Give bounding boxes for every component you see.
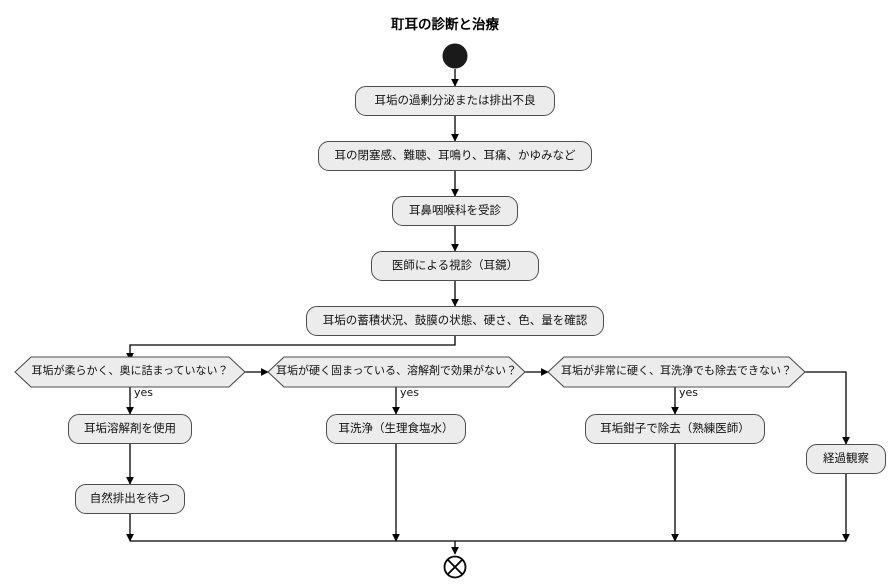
decision-2-label[interactable]: 耳垢が硬く固まっている、溶解剤で効果がない？ bbox=[275, 365, 517, 378]
decision-1-label[interactable]: 耳垢が柔らかく、奥に詰まっていない？ bbox=[31, 365, 229, 378]
node-treatment-wait[interactable]: 自然排出を待つ bbox=[75, 484, 185, 514]
decision-2-shape bbox=[267, 356, 526, 388]
node-exam[interactable]: 医師による視診（耳鏡） bbox=[371, 251, 539, 281]
edge-label-yes-1: yes bbox=[134, 386, 154, 399]
edge-label-yes-3: yes bbox=[679, 386, 699, 399]
decision-3-shape bbox=[547, 356, 806, 388]
decision-3-label[interactable]: 耳垢が非常に硬く、耳洗浄でも除去できない？ bbox=[561, 365, 792, 378]
node-symptom[interactable]: 耳の閉塞感、難聴、耳鳴り、耳痛、かゆみなど bbox=[318, 141, 592, 171]
node-treatment-solvent[interactable]: 耳垢溶解剤を使用 bbox=[68, 414, 192, 444]
node-cause[interactable]: 耳垢の過剰分泌または排出不良 bbox=[355, 86, 555, 116]
node-treatment-forceps[interactable]: 耳垢鉗子で除去（熟練医師） bbox=[585, 414, 765, 444]
start-node bbox=[442, 43, 468, 69]
node-treatment-irrigation[interactable]: 耳洗浄（生理食塩水） bbox=[326, 414, 466, 444]
diagram-title: 耵耳の診断と治療 bbox=[391, 17, 499, 32]
edge-label-yes-2: yes bbox=[400, 386, 420, 399]
end-node bbox=[443, 555, 467, 579]
node-confirm[interactable]: 耳垢の蓄積状況、鼓膜の状態、硬さ、色、量を確認 bbox=[306, 306, 604, 336]
decision-1-shape bbox=[14, 356, 246, 388]
node-visit[interactable]: 耳鼻咽喉科を受診 bbox=[392, 196, 518, 226]
node-followup[interactable]: 経過観察 bbox=[806, 444, 886, 474]
